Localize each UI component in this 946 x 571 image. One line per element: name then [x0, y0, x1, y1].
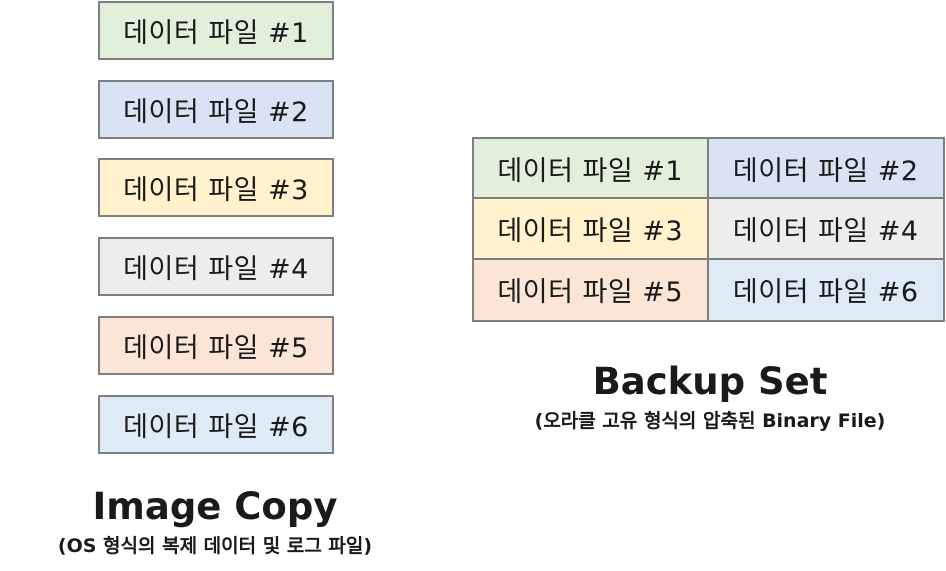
cell-label: 데이터 파일 #1	[497, 155, 684, 187]
image-copy-file-3: 데이터 파일 #3	[98, 158, 334, 217]
file-label: 데이터 파일 #1	[123, 18, 309, 49]
backup-set-cell-4: 데이터 파일 #4	[708, 199, 943, 260]
cell-label: 데이터 파일 #2	[732, 155, 919, 187]
image-copy-file-6: 데이터 파일 #6	[98, 395, 334, 454]
cell-label: 데이터 파일 #6	[732, 277, 919, 309]
backup-set-cell-5: 데이터 파일 #5	[474, 259, 709, 320]
backup-set-table: 데이터 파일 #1 데이터 파일 #2 데이터 파일 #3 데이터 파일 #4 …	[472, 137, 945, 322]
backup-set-cell-2: 데이터 파일 #2	[708, 139, 943, 200]
file-label: 데이터 파일 #4	[123, 254, 309, 285]
image-copy-subtitle: (OS 형식의 복제 데이터 및 로그 파일)	[57, 535, 373, 557]
file-label: 데이터 파일 #5	[123, 333, 309, 364]
cell-label: 데이터 파일 #3	[497, 215, 684, 247]
file-label: 데이터 파일 #6	[123, 412, 309, 443]
file-label: 데이터 파일 #2	[123, 97, 309, 128]
backup-set-title: Backup Set	[592, 360, 828, 403]
backup-set-cell-1: 데이터 파일 #1	[474, 139, 709, 200]
backup-set-cell-6: 데이터 파일 #6	[708, 259, 943, 320]
backup-set-subtitle: (오라클 고유 형식의 압축된 Binary File)	[534, 410, 886, 432]
cell-label: 데이터 파일 #4	[732, 215, 919, 247]
image-copy-file-5: 데이터 파일 #5	[98, 316, 334, 375]
cell-label: 데이터 파일 #5	[497, 277, 684, 309]
image-copy-file-2: 데이터 파일 #2	[98, 80, 334, 139]
image-copy-file-4: 데이터 파일 #4	[98, 237, 334, 296]
backup-set-cell-3: 데이터 파일 #3	[474, 199, 709, 260]
file-label: 데이터 파일 #3	[123, 175, 309, 206]
image-copy-title: Image Copy	[92, 485, 338, 528]
image-copy-file-1: 데이터 파일 #1	[98, 1, 334, 60]
